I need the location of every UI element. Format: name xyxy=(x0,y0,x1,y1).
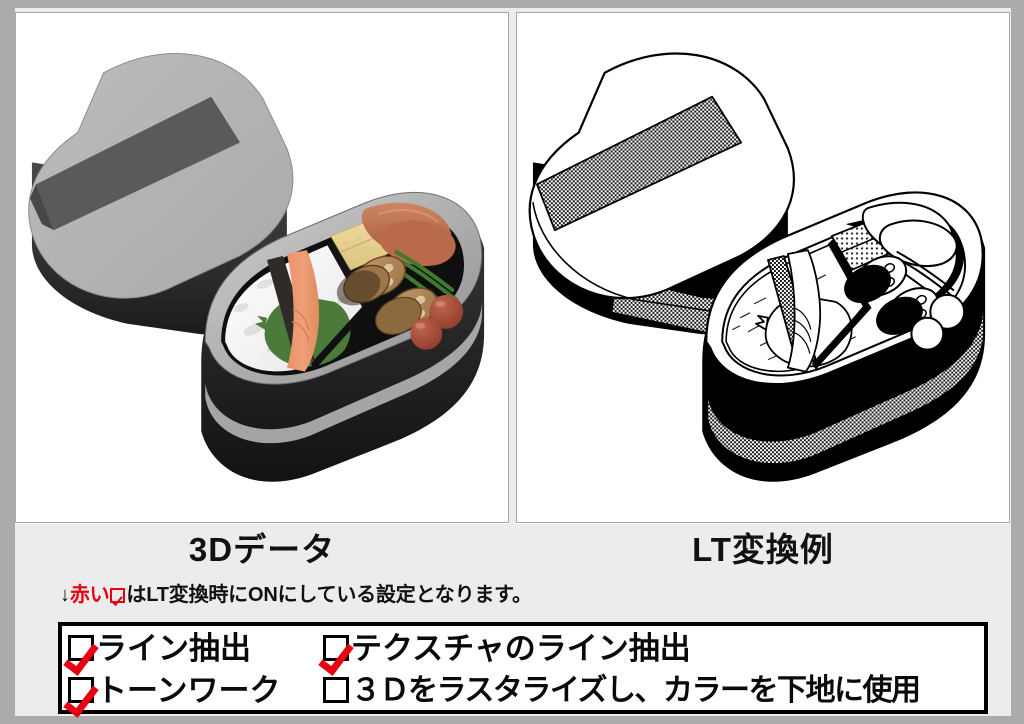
option-tone-work[interactable]: トーンワーク xyxy=(68,671,323,711)
bento-3d-render xyxy=(16,13,508,522)
checkbox-texture-line-extraction[interactable] xyxy=(323,635,349,661)
bento-box-body-lineart xyxy=(702,191,986,482)
option-label: トーンワーク xyxy=(96,673,281,708)
sausages-lineart xyxy=(861,201,958,268)
option-label: ライン抽出 xyxy=(96,631,251,666)
legend-note: ↓赤いはLT変換時にONにしている設定となります。 xyxy=(60,582,532,608)
down-arrow-icon: ↓ xyxy=(60,584,70,606)
caption-row: 3Dデータ LT変換例 xyxy=(15,528,1011,576)
option-line-extraction[interactable]: ライン抽出 xyxy=(68,629,323,669)
option-rasterize-3d-color-base[interactable]: ３Ｄをラスタライズし、カラーを下地に使用 xyxy=(323,671,983,711)
content-area: 3Dデータ LT変換例 ↓赤いはLT変換時にONにしている設定となります。 ライ… xyxy=(15,8,1011,716)
panel-lt-conversion xyxy=(516,12,1010,523)
caption-3d-data: 3Dデータ xyxy=(188,531,336,568)
settings-panel: ライン抽出 テクスチャのライン抽出 トーンワーク ３Ｄをラスタライズし、カラーを xyxy=(58,622,988,714)
checkbox-rasterize-3d-color-base[interactable] xyxy=(323,677,349,703)
bento-box-body xyxy=(201,191,485,482)
option-label: ３Ｄをラスタライズし、カラーを下地に使用 xyxy=(351,674,921,707)
option-label: テクスチャのライン抽出 xyxy=(351,631,691,666)
note-rest-text: はLT変換時にONにしている設定となります。 xyxy=(126,584,532,606)
settings-row-2: トーンワーク ３Ｄをラスタライズし、カラーを下地に使用 xyxy=(68,671,984,713)
image-panels xyxy=(15,12,1011,526)
note-red-prefix: 赤い xyxy=(69,584,110,606)
bento-lt-lineart xyxy=(517,13,1009,522)
cherry-tomatoes-lineart xyxy=(910,293,966,351)
lotus-root xyxy=(336,255,438,335)
settings-row-1: ライン抽出 テクスチャのライン抽出 xyxy=(68,629,984,671)
caption-lt-conversion: LT変換例 xyxy=(692,531,834,568)
checkbox-line-extraction[interactable] xyxy=(68,635,94,661)
checkbox-tone-work[interactable] xyxy=(68,677,94,703)
cherry-tomatoes xyxy=(410,294,464,350)
checked-checkbox-icon xyxy=(110,588,126,603)
lotus-root-lineart xyxy=(844,255,939,335)
panel-3d-data xyxy=(15,12,509,523)
option-texture-line-extraction[interactable]: テクスチャのライン抽出 xyxy=(323,629,983,669)
